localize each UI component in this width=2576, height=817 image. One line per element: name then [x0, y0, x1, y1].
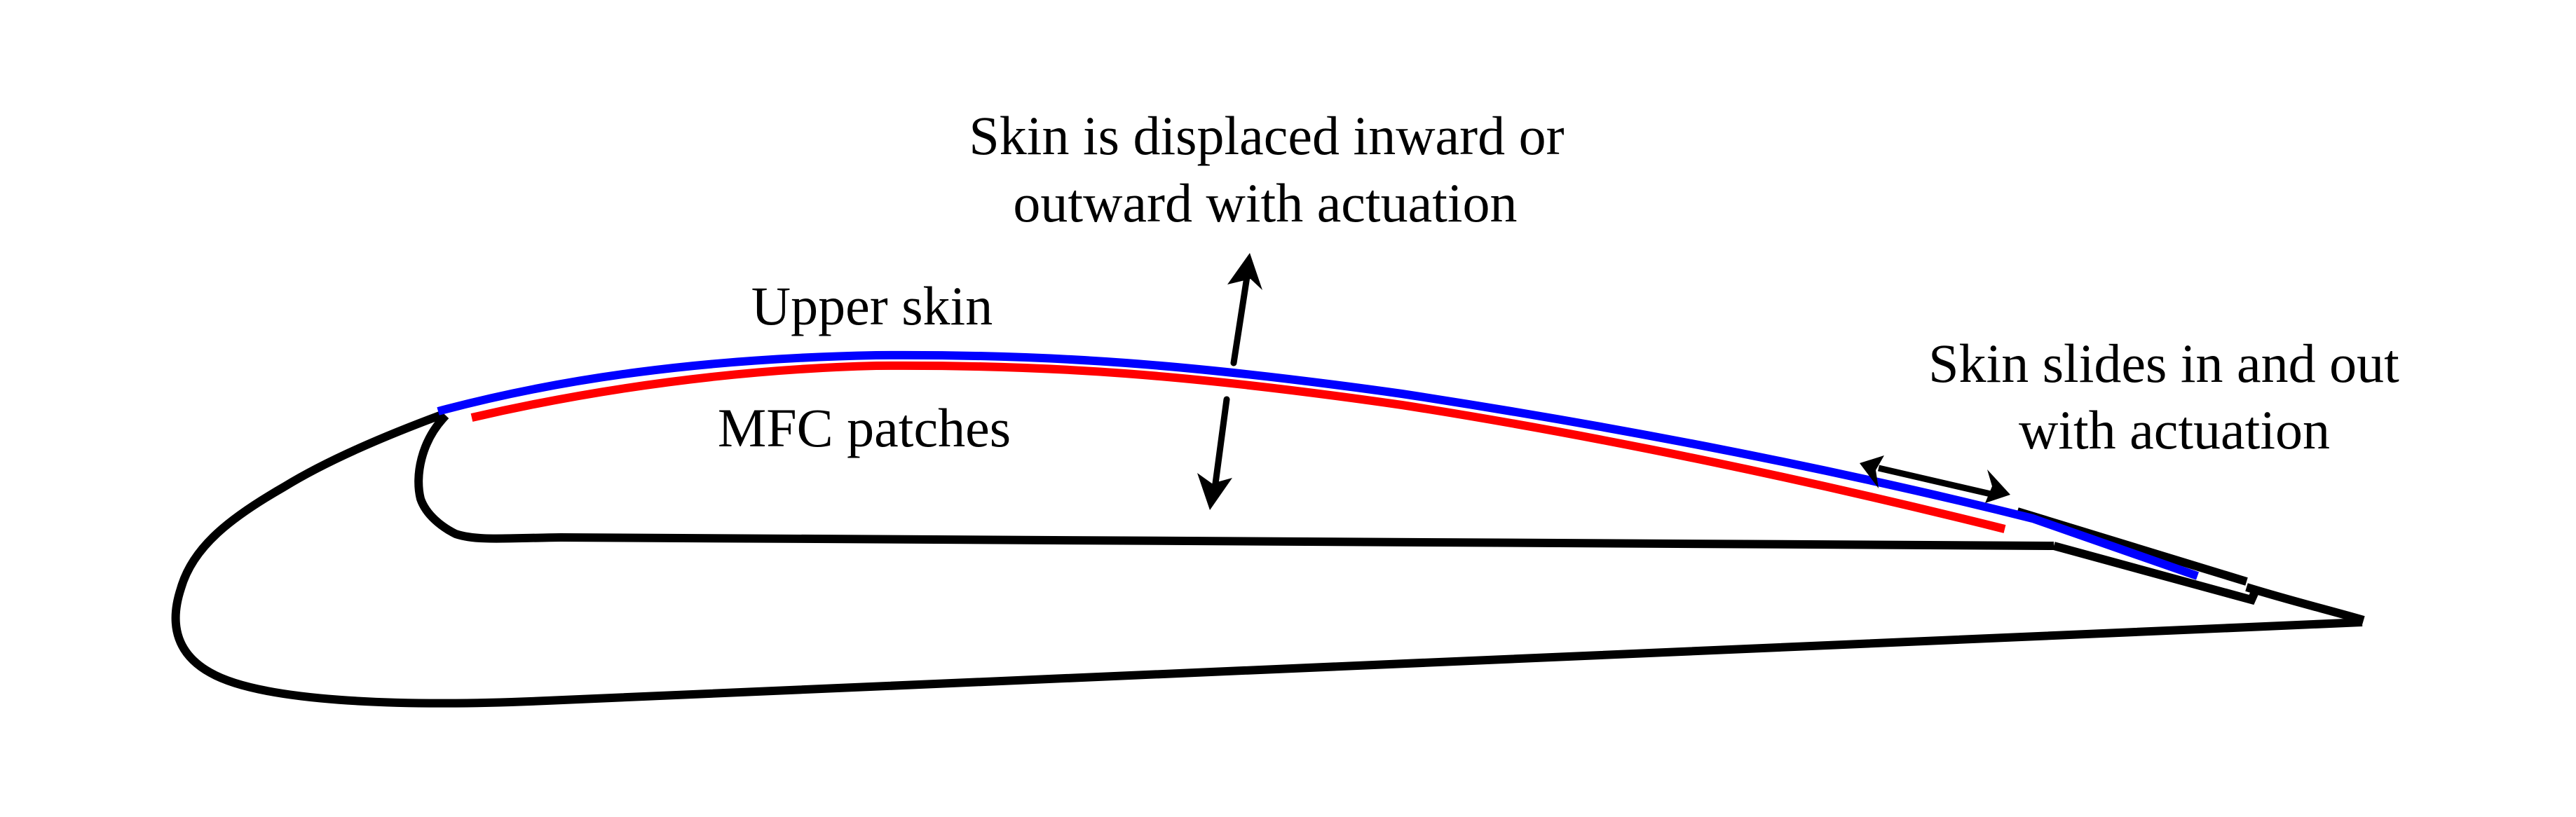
sliding-label-line2: with actuation	[2019, 399, 2330, 460]
sliding-double-arrow	[1860, 455, 2010, 503]
displacement-arrow-lower-shaft	[1212, 396, 1230, 487]
displacement-double-arrow	[1197, 253, 1262, 510]
upper-skin	[437, 350, 2199, 580]
arrow-up-icon	[1227, 253, 1262, 290]
displacement-label-line1: Skin is displaced inward or	[969, 105, 1564, 166]
mfc-patches	[470, 361, 2006, 533]
trailing-edge-upper	[2245, 583, 2365, 624]
mfc-patches-label: MFC patches	[718, 397, 1011, 458]
airfoil-outline	[171, 411, 2363, 708]
displacement-label-line2: outward with actuation	[1013, 172, 1517, 233]
arrow-down-icon	[1197, 473, 1232, 510]
arrow-left-icon	[1860, 455, 1884, 488]
sliding-arrow-shaft	[1877, 465, 1992, 497]
upper-skin-label: Upper skin	[751, 275, 993, 336]
arrow-right-icon	[1985, 469, 2010, 503]
sliding-label-line1: Skin slides in and out	[1928, 333, 2399, 394]
inner-spar-contour	[414, 412, 2054, 550]
displacement-arrow-upper-shaft	[1230, 273, 1250, 366]
slot-lower-wall	[2052, 542, 2261, 605]
